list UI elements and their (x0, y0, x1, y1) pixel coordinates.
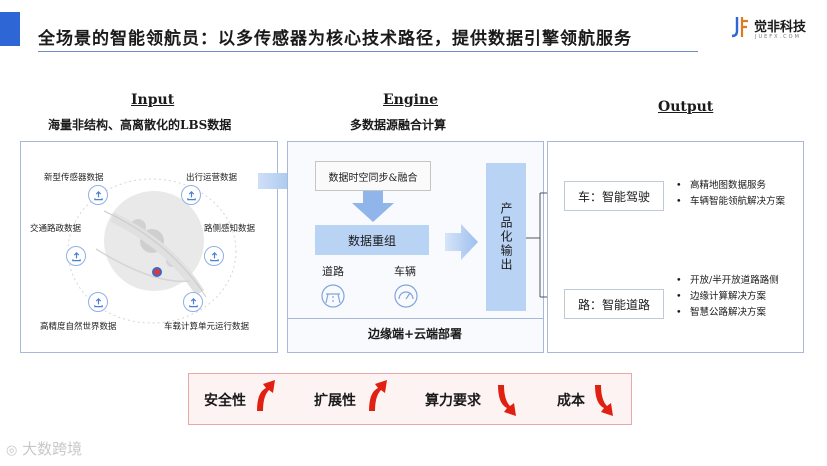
metric-scalability: 扩展性 (314, 393, 356, 409)
source-label-sensor: 新型传感器数据 (44, 173, 104, 183)
trend-up-arrow-icon (257, 380, 275, 411)
source-label-natural-world: 高精度自然世界数据 (40, 322, 117, 332)
globe-illustration (67, 178, 237, 324)
output-car-label: 车：智能驾驶 (564, 181, 664, 211)
metric-compute-requirement: 算力要求 (425, 393, 481, 409)
output-connector (526, 192, 564, 298)
company-logo-icon (731, 17, 748, 38)
metric-safety: 安全性 (204, 393, 246, 409)
list-item: 边缘计算解决方案 (676, 289, 779, 305)
engine-subheading: 多数据源融合计算 (350, 118, 447, 132)
edge-cloud-label: 边缘端+云端部署 (367, 327, 463, 341)
source-label-roadside: 路侧感知数据 (204, 224, 256, 234)
title-divider (38, 51, 698, 52)
data-regroup-box: 数据重组 (315, 225, 429, 255)
trend-up-arrow-icon (369, 380, 387, 411)
upload-icon (204, 246, 224, 266)
output-panel (547, 141, 804, 353)
list-item: 车辆智能领航解决方案 (676, 194, 785, 210)
company-logo-text: 觉非科技 (754, 20, 807, 35)
output-road-list: 开放/半开放道路路侧 边缘计算解决方案 智慧公路解决方案 (676, 273, 779, 321)
upload-icon (66, 246, 86, 266)
engine-heading: Engine (383, 92, 439, 108)
input-heading: Input (131, 92, 175, 108)
list-item: 智慧公路解决方案 (676, 305, 779, 321)
vehicle-label: 车辆 (394, 265, 416, 278)
sync-fusion-box: 数据时空同步&融合 (315, 161, 431, 191)
company-logo-url: JUEFX.COM (755, 34, 801, 40)
road-icon (321, 284, 345, 308)
input-subheading: 海量非结构、高离散化的LBS数据 (48, 118, 232, 132)
header-accent-bar (0, 12, 20, 46)
upload-icon (88, 185, 108, 205)
flow-arrow-right-icon (445, 224, 478, 260)
upload-icon (181, 185, 201, 205)
road-label: 道路 (322, 265, 344, 278)
watermark-text: ◎ 大数跨境 (6, 440, 83, 458)
flow-arrow-down-icon (352, 191, 394, 222)
upload-icon (183, 292, 203, 312)
trend-down-arrow-icon (498, 385, 516, 416)
trend-down-arrow-icon (595, 385, 613, 416)
product-output-box: 产品化输出 (486, 163, 526, 311)
list-item: 开放/半开放道路路侧 (676, 273, 779, 289)
upload-icon (88, 292, 108, 312)
source-label-onboard-compute: 车载计算单元运行数据 (164, 322, 250, 332)
output-road-label: 路：智能道路 (564, 289, 664, 319)
metric-cost: 成本 (557, 393, 585, 409)
engine-panel-divider (287, 318, 544, 319)
list-item: 高精地图数据服务 (676, 178, 785, 194)
speedometer-icon (394, 284, 418, 308)
source-label-travel-ops: 出行运营数据 (186, 173, 238, 183)
page-title: 全场景的智能领航员：以多传感器为核心技术路径，提供数据引擎领航服务 (38, 29, 632, 49)
watermark-logo-icon: ◎ (6, 443, 18, 458)
source-label-traffic-admin: 交通路政数据 (30, 224, 82, 234)
output-heading: Output (658, 99, 714, 115)
output-car-list: 高精地图数据服务 车辆智能领航解决方案 (676, 178, 785, 210)
